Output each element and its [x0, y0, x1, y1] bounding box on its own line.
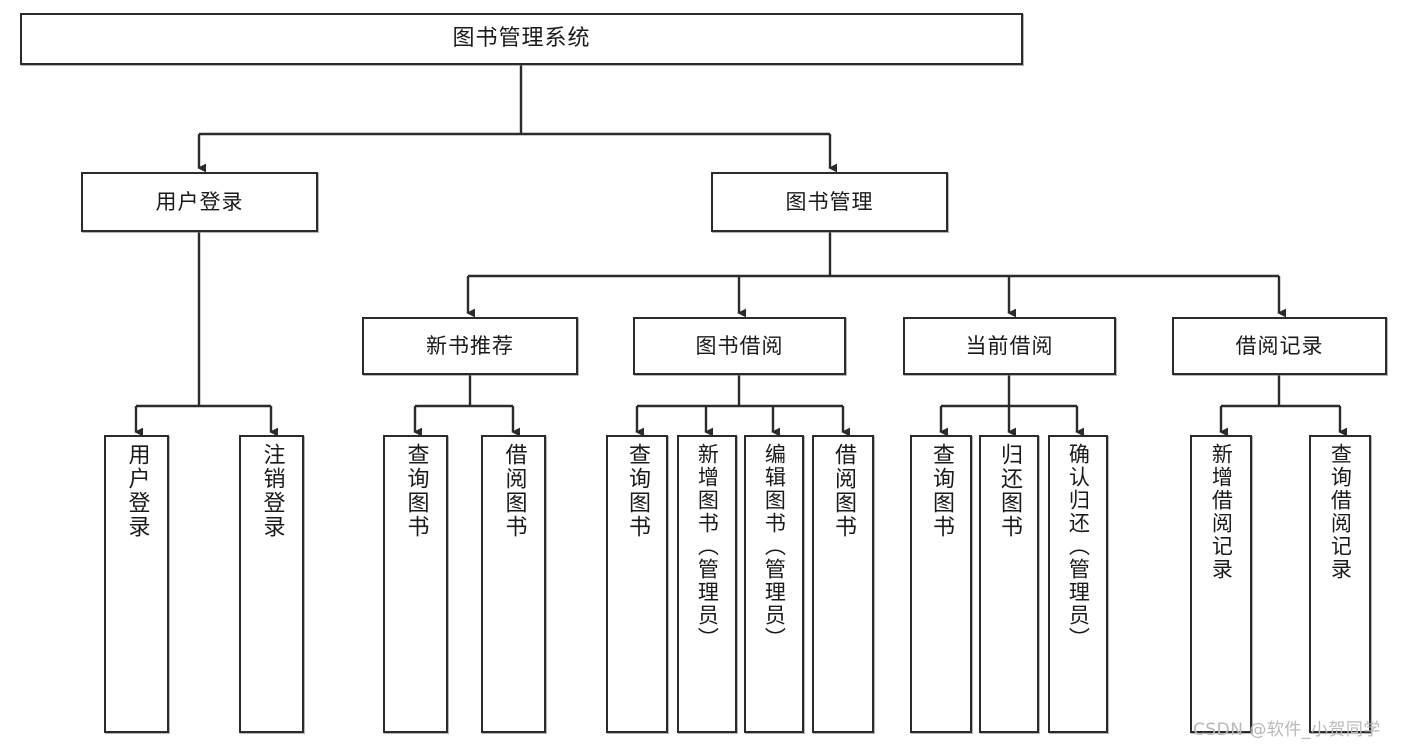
node-label: 归还图书: [996, 443, 1022, 539]
node-borrow-record[interactable]: 借阅记录: [1172, 317, 1387, 375]
node-label: 查询图书: [928, 443, 954, 539]
node-label: 借阅图书: [830, 443, 856, 539]
leaf-record-query-record[interactable]: 查询借阅记录: [1309, 435, 1371, 733]
leaf-current-query-book[interactable]: 查询图书: [910, 435, 972, 733]
leaf-current-confirm-return-admin[interactable]: 确认归还（管理员）: [1048, 435, 1108, 733]
leaf-user-login-logout[interactable]: 注销登录: [239, 435, 304, 733]
node-label: 图书管理系统: [452, 26, 591, 52]
node-label: 查询借阅记录: [1328, 443, 1353, 581]
node-label: 当前借阅: [965, 333, 1054, 358]
node-current-borrow[interactable]: 当前借阅: [903, 317, 1116, 375]
leaf-recommend-borrow-book[interactable]: 借阅图书: [481, 435, 546, 733]
leaf-borrow-edit-book-admin[interactable]: 编辑图书（管理员）: [744, 435, 804, 733]
node-label: 用户登录: [155, 189, 244, 214]
node-label: 图书管理: [785, 189, 874, 214]
node-label: 新增图书（管理员）: [695, 443, 720, 650]
node-label: 查询图书: [403, 443, 429, 539]
node-new-book-recommend[interactable]: 新书推荐: [362, 317, 578, 375]
node-label: 借阅图书: [501, 443, 527, 539]
node-label: 新书推荐: [426, 333, 514, 358]
node-label: 用户登录: [124, 443, 150, 539]
node-user-login[interactable]: 用户登录: [81, 172, 318, 232]
watermark-text: CSDN @软件_小贺同学: [1193, 720, 1381, 740]
node-root-system[interactable]: 图书管理系统: [20, 13, 1023, 65]
leaf-user-login-login[interactable]: 用户登录: [104, 435, 169, 733]
leaf-borrow-add-book-admin[interactable]: 新增图书（管理员）: [677, 435, 737, 733]
node-book-borrow[interactable]: 图书借阅: [633, 317, 846, 375]
node-label: 查询图书: [624, 443, 650, 539]
node-book-management[interactable]: 图书管理: [711, 172, 948, 232]
node-label: 新增借阅记录: [1209, 443, 1234, 581]
node-label: 编辑图书（管理员）: [762, 443, 787, 650]
leaf-recommend-query-book[interactable]: 查询图书: [383, 435, 448, 733]
leaf-borrow-borrow-book[interactable]: 借阅图书: [812, 435, 874, 733]
leaf-current-return-book[interactable]: 归还图书: [979, 435, 1039, 733]
node-label: 借阅记录: [1235, 333, 1324, 358]
leaf-borrow-query-book[interactable]: 查询图书: [606, 435, 668, 733]
node-label: 图书借阅: [695, 333, 784, 358]
node-label: 确认归还（管理员）: [1066, 443, 1091, 650]
node-label: 注销登录: [259, 443, 285, 539]
leaf-record-add-record[interactable]: 新增借阅记录: [1190, 435, 1252, 733]
